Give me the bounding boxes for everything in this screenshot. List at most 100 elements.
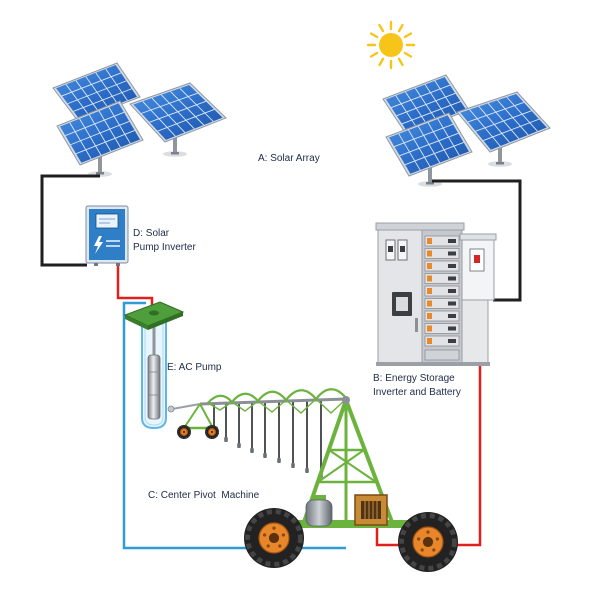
battery-indicator [448, 339, 456, 343]
battery-indicator [448, 239, 456, 243]
center-pivot-icon [167, 388, 458, 572]
sun-ray [369, 51, 379, 58]
cable-gland [116, 263, 120, 266]
sun-ray [397, 23, 404, 33]
solar-panel-icon [385, 112, 473, 177]
drive-motor [305, 499, 333, 527]
cabinet-lower-panel [461, 299, 489, 365]
solar-panel-icon [456, 91, 551, 153]
wheel [244, 508, 304, 568]
solar-panel-icon [56, 100, 144, 166]
solar-panel-icon [52, 62, 141, 122]
panel-grid-line [404, 141, 464, 166]
wheel [205, 425, 219, 439]
hub-center [422, 536, 434, 548]
hub-bolt [426, 530, 430, 534]
panel-grid-line [70, 120, 130, 146]
sprinkler-nozzle [291, 463, 295, 468]
stand-base [496, 162, 504, 165]
drop-hoses [212, 399, 323, 478]
battery-indicator [448, 326, 456, 331]
side-box-lid [459, 233, 497, 241]
panel-grid-line [483, 118, 540, 141]
pump-icon [123, 301, 185, 430]
socket-face [396, 297, 408, 311]
disconnect-handle [474, 255, 480, 263]
panel-stand [498, 144, 502, 164]
well-head-plate-edge [148, 312, 183, 330]
battery-indicator [448, 276, 456, 281]
stand-base [171, 152, 179, 155]
hub-bolt [420, 548, 424, 552]
center-pivot-label: C: Center Pivot Machine [148, 490, 260, 501]
pivot-span [167, 388, 347, 478]
sprinkler-nozzle [224, 437, 228, 442]
hub-bolt [432, 548, 436, 552]
cabinet-base [376, 362, 490, 366]
hub-center [268, 532, 280, 544]
panel-grid-line [391, 84, 451, 108]
panel-grid-line [394, 123, 454, 148]
panel-grid-line [149, 100, 207, 123]
span-lower-truss [207, 398, 347, 414]
battery-module [424, 285, 460, 297]
battery-handle [427, 288, 432, 294]
panel-grid-line [475, 110, 532, 132]
battery-indicator [448, 301, 456, 306]
sun-ray [397, 57, 404, 67]
sun-ray [403, 32, 413, 39]
sun-ray [378, 57, 385, 67]
well-head-port [149, 310, 159, 316]
tower-brace [317, 449, 365, 483]
inverter-icon [85, 205, 129, 266]
storage-label-line2: Inverter and Battery [373, 387, 461, 398]
battery-module [424, 260, 460, 272]
dc-cable-left [40, 174, 100, 267]
inverter-display [95, 213, 119, 229]
hub-bolt [278, 544, 282, 548]
sun-ray [378, 23, 385, 33]
panel-grid-line [67, 80, 127, 105]
battery-module [424, 273, 460, 284]
hub-bolt [416, 537, 421, 541]
hub-bolt [281, 533, 286, 537]
end-tower-wheels [177, 425, 219, 439]
panel-grid-line [73, 88, 132, 112]
sprinkler-nozzle [263, 453, 267, 458]
pivot-joint [342, 396, 350, 404]
tire-tread [177, 425, 191, 439]
battery-handle [427, 250, 432, 257]
sun-ray [369, 32, 379, 39]
battery-indicator [448, 264, 456, 268]
battery-indicator [448, 251, 456, 256]
panel-stand [173, 134, 177, 154]
panel-cells [460, 94, 547, 150]
well-head-plate-edge [125, 315, 148, 330]
end-tower [177, 403, 219, 439]
hub-bolt [262, 533, 267, 537]
solar-array-left [52, 62, 227, 177]
battery-module [424, 248, 460, 259]
sprinkler-nozzle [305, 468, 309, 473]
battery-module [424, 310, 460, 322]
breaker-handle [400, 246, 405, 252]
motor-cap [312, 495, 326, 501]
sun-disk [379, 33, 403, 57]
tire-tread [245, 509, 303, 567]
pump-power-wire [116, 263, 154, 308]
battery-handle [427, 325, 432, 332]
panel-stand [98, 150, 102, 174]
battery-module [424, 298, 460, 309]
solar-array-right [382, 74, 551, 187]
storage-label-line1: B: Energy Storage [373, 373, 455, 384]
bms-unit [424, 349, 460, 361]
water-pipe [122, 301, 346, 550]
cable-gland [94, 263, 98, 266]
sun-ray [403, 51, 413, 58]
battery-module [424, 235, 460, 247]
battery-module [424, 335, 460, 347]
tire-tread [205, 425, 219, 439]
panel-grid-line [141, 92, 198, 114]
pump-label: E: AC Pump [167, 362, 222, 373]
